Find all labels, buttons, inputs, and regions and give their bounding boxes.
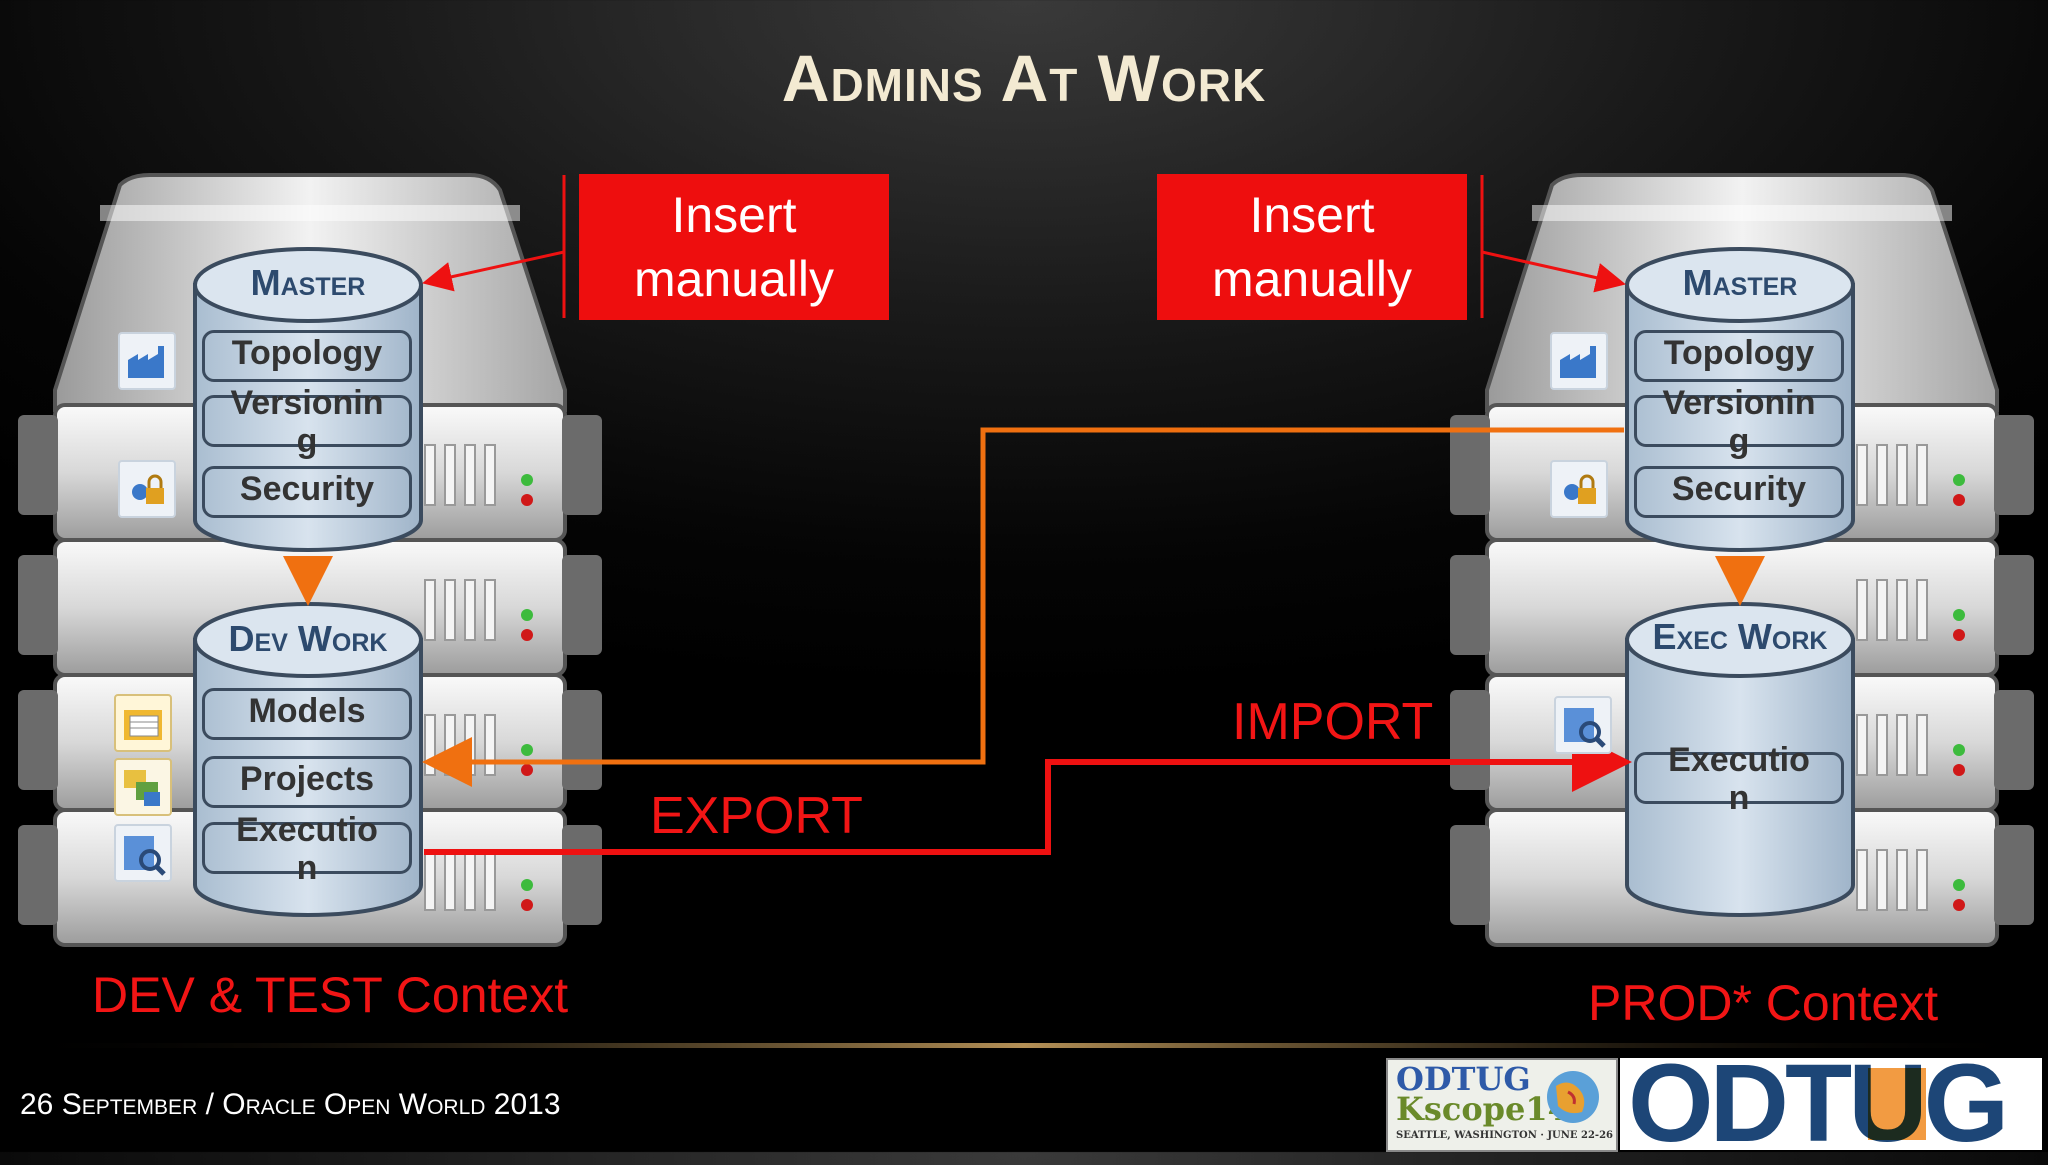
left-master-title: Master (250, 262, 366, 303)
left-master-item-topology: Topology (202, 330, 412, 382)
left-insert-line1: Insert (671, 187, 797, 243)
left-context-label: DEV & TEST Context (92, 967, 569, 1023)
kscope-logo-line1: ODTUG (1396, 1060, 1531, 1098)
right-versioning-label: Versionin g (1662, 384, 1816, 460)
right-master-item-topology: Topology (1634, 330, 1844, 382)
left-work-item-execution: Executio n (202, 811, 412, 887)
slide-title: Admins At Work (781, 41, 1267, 115)
factory-icon (1550, 332, 1608, 390)
left-insert-line2: manually (633, 251, 835, 307)
right-insert-arrow (1481, 250, 1626, 293)
right-work-title: Exec Work (1652, 616, 1828, 657)
left-insert-arrow (422, 250, 565, 292)
odtug-logo: ODTUG (1620, 1042, 2042, 1165)
footer-date-event: 26 September / Oracle Open World 2013 (20, 1088, 561, 1121)
kscope-logo-globe-icon (1547, 1071, 1599, 1123)
odtug-logo-accent (1868, 1068, 1926, 1140)
left-work-item-projects: Projects (202, 756, 412, 808)
right-execution-label: Executio n (1668, 741, 1810, 817)
right-context-label: PROD* Context (1588, 975, 1939, 1031)
left-master-cylinder (193, 247, 423, 552)
left-master-item-security: Security (202, 466, 412, 518)
export-import-flow-line (424, 732, 1632, 855)
left-work-title: Dev Work (228, 618, 388, 659)
right-insert-line1: Insert (1249, 187, 1375, 243)
export-label: EXPORT (650, 787, 863, 845)
right-master-item-versioning: Versionin g (1634, 384, 1844, 460)
left-versioning-label: Versionin g (230, 384, 384, 460)
right-insert-manually-box: Insert manually (1157, 174, 1467, 320)
right-master-cylinder (1625, 247, 1855, 552)
kscope-logo-line2: Kscope14 (1396, 1090, 1570, 1128)
execution-search-icon (1554, 696, 1612, 754)
lock-user-icon (118, 460, 176, 518)
right-insert-line2: manually (1211, 251, 1413, 307)
projects-flow-line (422, 427, 1624, 787)
right-work-item-execution: Executio n (1634, 741, 1844, 817)
left-master-item-versioning: Versionin g (202, 384, 412, 460)
left-insert-manually-box: Insert manually (579, 174, 889, 320)
models-folder-icon (114, 694, 172, 752)
bottom-divider-glow (0, 1043, 2048, 1048)
right-master-item-security: Security (1634, 466, 1844, 518)
factory-icon (118, 332, 176, 390)
right-master-title: Master (1682, 262, 1798, 303)
lock-user-icon (1550, 460, 1608, 518)
execution-search-icon (114, 824, 172, 882)
left-work-cylinder (193, 602, 423, 917)
projects-icon (114, 758, 172, 816)
left-execution-label: Executio n (236, 811, 378, 887)
left-work-item-models: Models (202, 688, 412, 740)
kscope-logo-line3: SEATTLE, WASHINGTON · JUNE 22-26 (1396, 1130, 1613, 1141)
import-label: IMPORT (1232, 693, 1434, 751)
odtug-logo-text: ODTUG (1628, 1042, 2009, 1165)
kscope14-logo: ODTUG Kscope14 SEATTLE, WASHINGTON · JUN… (1386, 1058, 1618, 1152)
